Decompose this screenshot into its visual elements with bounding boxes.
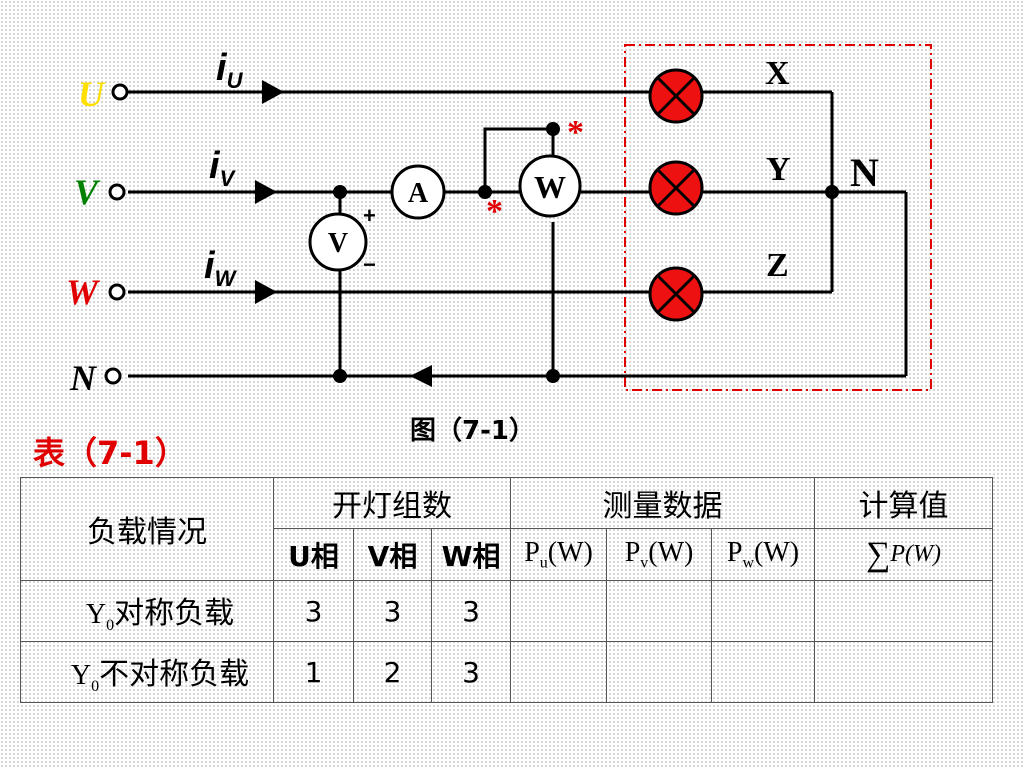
- junction-dot: [333, 185, 347, 199]
- arrow-u: [262, 80, 284, 104]
- header-power-u: Pu(W): [510, 528, 608, 581]
- junction-dot: [546, 369, 560, 383]
- power-u-cell[interactable]: [510, 641, 608, 703]
- table-title: 表（7-1）: [33, 434, 187, 472]
- lamp-count-v: 3: [353, 580, 432, 642]
- voltmeter-plus: +: [363, 203, 376, 228]
- current-v-label: iV: [209, 145, 237, 191]
- ammeter: [390, 164, 446, 220]
- terminal-n-label: N: [69, 358, 98, 398]
- load-box: [624, 44, 932, 391]
- table-row: Y0对称负载 3 3 3: [20, 580, 994, 642]
- terminal-u: [111, 83, 129, 101]
- lamp-count-u: 3: [273, 580, 354, 642]
- power-v-cell[interactable]: [606, 641, 713, 703]
- lamp-count-v: 2: [353, 641, 432, 703]
- arrow-w: [255, 280, 277, 304]
- wattmeter: [518, 154, 582, 218]
- terminal-w: [108, 283, 126, 301]
- lamp-count-w: 3: [430, 641, 512, 703]
- terminal-u-label: U: [78, 74, 106, 114]
- lamp-count-w: 3: [430, 580, 512, 642]
- arrow-n: [410, 365, 432, 387]
- terminal-v: [108, 183, 126, 201]
- terminal-n: [104, 367, 122, 385]
- row-label: Y0对称负载: [20, 580, 274, 642]
- table-row: Y0不对称负载 1 2 3: [20, 641, 994, 703]
- power-sum-cell[interactable]: [814, 580, 994, 642]
- terminal-w-label: W: [66, 272, 101, 312]
- header-power-w: Pw(W): [711, 528, 816, 581]
- power-w-cell[interactable]: [711, 580, 816, 642]
- header-phase-w: W相: [430, 528, 512, 581]
- power-u-cell[interactable]: [510, 580, 608, 642]
- header-power-sum: ∑P(W): [814, 528, 994, 581]
- lamp-w: [648, 266, 704, 322]
- row-label: Y0不对称负载: [20, 641, 274, 703]
- junction-dot: [546, 122, 560, 136]
- voltmeter-minus: −: [363, 252, 376, 277]
- terminal-v-label: V: [74, 172, 101, 212]
- load-end-y: Y: [766, 151, 791, 188]
- wattmeter-star-top: *: [567, 114, 584, 151]
- header-load: 负载情况: [20, 477, 274, 581]
- load-end-x: X: [765, 55, 790, 92]
- arrow-v: [255, 180, 277, 204]
- voltmeter: [308, 212, 368, 272]
- current-u-label: iU: [216, 47, 244, 93]
- header-measured: 测量数据: [510, 477, 816, 529]
- header-calculated: 计算值: [814, 477, 994, 529]
- power-sum-cell[interactable]: [814, 641, 994, 703]
- ammeter-label: A: [408, 178, 429, 209]
- header-lamp-groups: 开灯组数: [272, 477, 512, 529]
- figure-caption: 图（7-1）: [410, 416, 535, 446]
- wattmeter-star-bottom: *: [486, 193, 503, 230]
- current-w-label: iW: [204, 245, 238, 291]
- load-end-z: Z: [766, 247, 789, 284]
- junction-dot: [333, 369, 347, 383]
- circuit-diagram: A V W + − * * U V W N iU iV iW X Y Z N: [66, 44, 932, 398]
- junction-dot: [825, 185, 839, 199]
- header-power-v: Pv(W): [606, 528, 713, 581]
- power-w-cell[interactable]: [711, 641, 816, 703]
- power-v-cell[interactable]: [606, 580, 713, 642]
- junction-dot: [478, 185, 492, 199]
- wattmeter-label: W: [534, 169, 566, 205]
- lamp-count-u: 1: [273, 641, 354, 703]
- voltmeter-label: V: [328, 228, 348, 259]
- lamp-v: [648, 160, 704, 216]
- measurement-table: 负载情况 开灯组数 测量数据 计算值 U相 V相 W相 Pu(W) Pv(W) …: [20, 477, 994, 703]
- header-phase-u: U相: [273, 528, 354, 581]
- wattmeter-loop: [483, 127, 555, 192]
- lamp-u: [648, 68, 704, 124]
- header-phase-v: V相: [353, 528, 432, 581]
- neutral-point-label: N: [850, 150, 879, 195]
